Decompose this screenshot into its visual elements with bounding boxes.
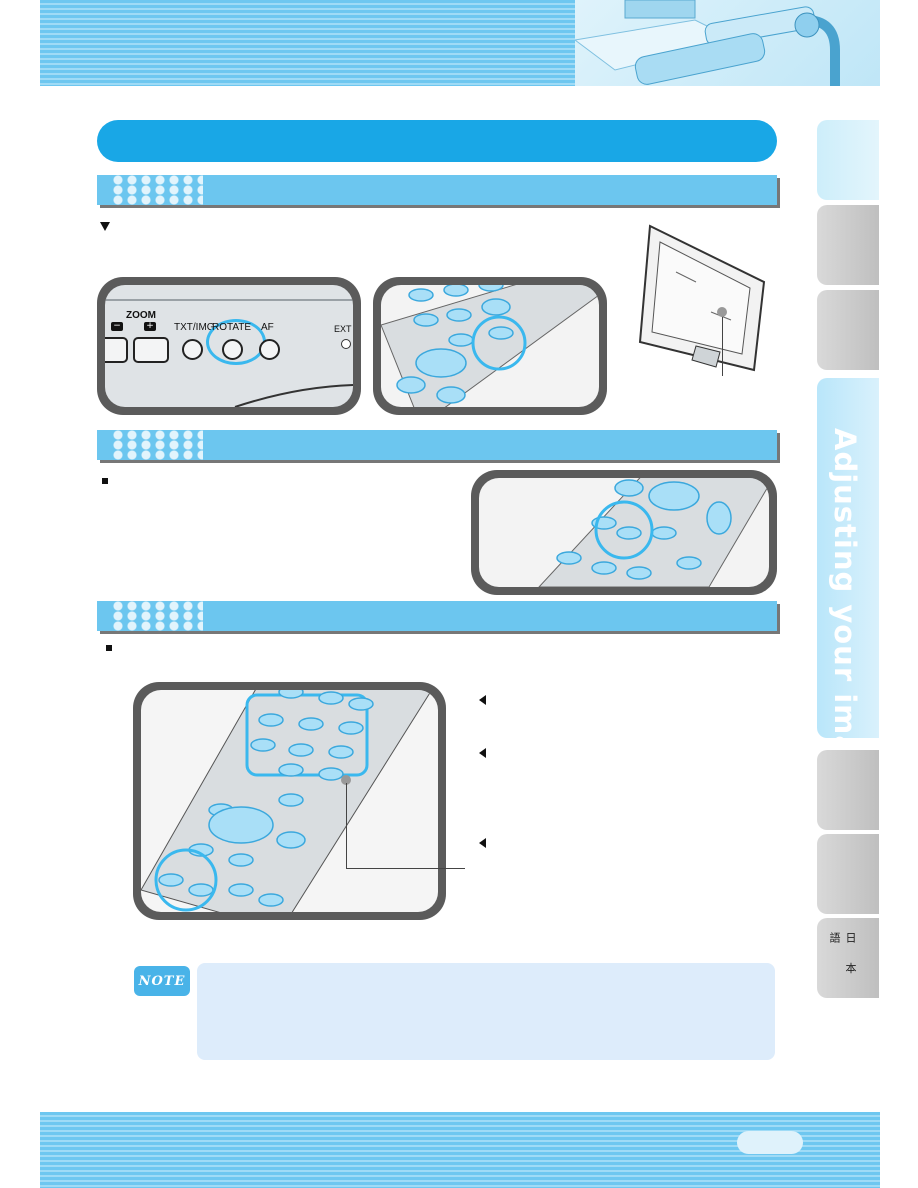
main-title-bar: [97, 120, 777, 162]
section-bar-3: [97, 601, 777, 631]
monitor-illustration: [636, 222, 772, 387]
zoom-minus-button[interactable]: [105, 337, 128, 363]
bullet-square-icon: [106, 645, 112, 651]
remote-photo-3: [133, 682, 446, 920]
bullet-down-icon: [100, 222, 110, 231]
remote-photo-3-surface: [141, 690, 438, 912]
sidebar-tab-3[interactable]: [817, 290, 879, 370]
bullet-square-icon: [102, 478, 108, 484]
remote-photo-1: [373, 277, 607, 415]
sidebar-japanese-label: 日 本 語: [828, 932, 857, 982]
sidebar-tab-japanese[interactable]: 日 本 語: [817, 918, 879, 998]
section-bar-2: [97, 430, 777, 460]
zoom-plus-icon: +: [144, 322, 156, 331]
remote-photo-2: [471, 470, 777, 595]
remote-callout-line-horizontal: [346, 868, 465, 869]
remote-callout-line-vertical: [346, 783, 347, 868]
section-dots: [111, 601, 203, 631]
af-label: AF: [261, 322, 274, 333]
ext-label: EXT: [334, 324, 352, 334]
remote-callout-dot: [341, 775, 351, 785]
sidebar-tab-1[interactable]: [817, 120, 879, 200]
control-panel-photo: ZOOM − + TXT/IMG ROTATE AF EXT: [97, 277, 361, 415]
sidebar-active-title: Adjusting your image: [828, 428, 862, 799]
sidebar-tab-6[interactable]: [817, 834, 879, 914]
note-box: [197, 963, 775, 1060]
rotate-label: ROTATE: [212, 322, 252, 333]
monitor-callout-line: [722, 312, 723, 376]
section-dots: [111, 175, 203, 205]
sidebar-tab-5[interactable]: [817, 750, 879, 830]
ext-indicator-light: [341, 339, 351, 349]
bullet-left-icon: [479, 748, 486, 758]
zoom-label: ZOOM: [126, 310, 156, 321]
control-panel-surface: ZOOM − + TXT/IMG ROTATE AF EXT: [105, 285, 353, 407]
sidebar-tab-2[interactable]: [817, 205, 879, 285]
section-dots: [111, 430, 203, 460]
rotate-button[interactable]: [222, 339, 243, 360]
txt-img-label: TXT/IMG: [174, 322, 215, 333]
remote-photo-1-surface: [381, 285, 599, 407]
af-button[interactable]: [259, 339, 280, 360]
zoom-plus-button[interactable]: [133, 337, 169, 363]
bullet-left-icon: [479, 695, 486, 705]
txt-img-button[interactable]: [182, 339, 203, 360]
bullet-left-icon: [479, 838, 486, 848]
monitor-callout-dot: [717, 307, 727, 317]
sidebar-tab-adjusting[interactable]: Adjusting your image: [817, 378, 879, 798]
page-number-pill: [737, 1131, 803, 1154]
header-camera-illustration: [575, 0, 880, 86]
remote-photo-2-surface: [479, 478, 769, 587]
section-bar-1: [97, 175, 777, 205]
note-badge: NOTE: [134, 966, 190, 996]
zoom-minus-icon: −: [111, 322, 123, 331]
